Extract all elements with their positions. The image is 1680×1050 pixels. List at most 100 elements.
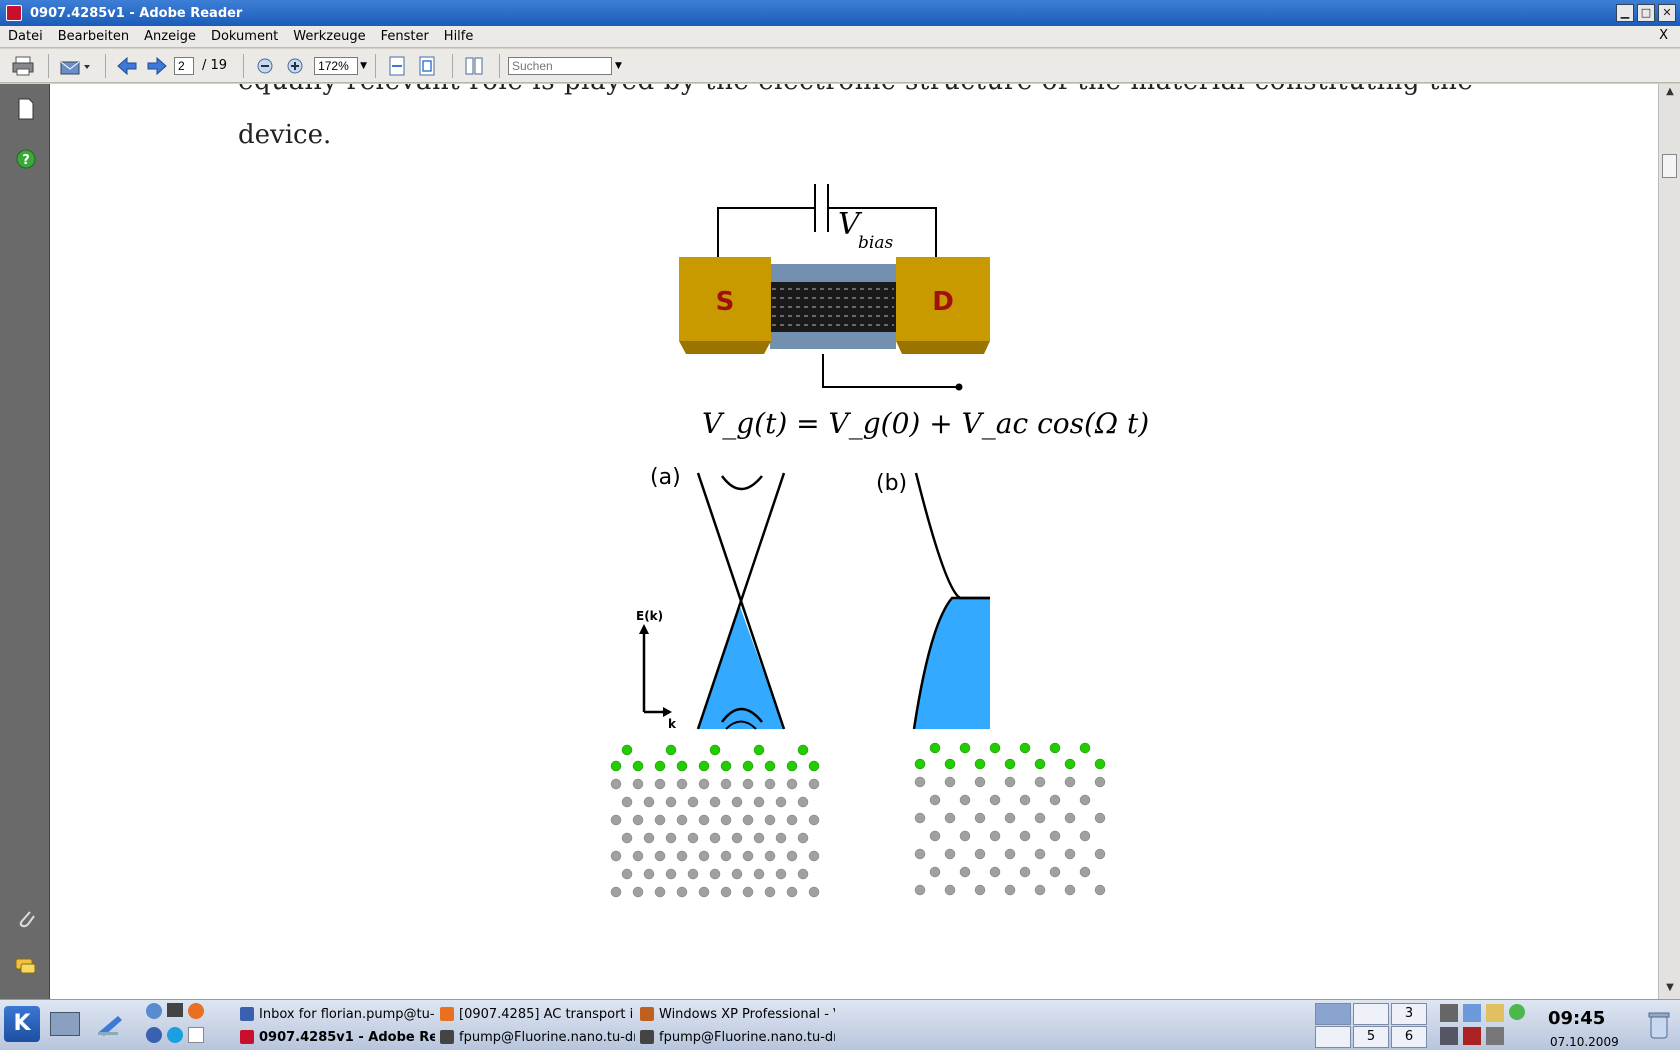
- comments-button[interactable]: [15, 956, 37, 978]
- tray-icon[interactable]: [1440, 1004, 1458, 1022]
- calendar-icon: [188, 1026, 204, 1043]
- menu-werkzeuge[interactable]: Werkzeuge: [293, 29, 366, 44]
- email-button[interactable]: [57, 54, 93, 78]
- vertical-scrollbar[interactable]: ▲ ▼: [1658, 84, 1680, 999]
- search-dropdown-icon[interactable]: ▼: [614, 60, 622, 71]
- pager-desktop-6[interactable]: 6: [1391, 1026, 1427, 1048]
- write-app-icon[interactable]: [96, 1010, 124, 1038]
- menu-dokument[interactable]: Dokument: [210, 29, 279, 44]
- body-text-line: device.: [238, 120, 332, 150]
- source-label: S: [716, 287, 735, 317]
- fit-page-button[interactable]: [414, 54, 440, 78]
- maximize-button[interactable]: □: [1637, 4, 1655, 22]
- window-titlebar[interactable]: 0907.4285v1 - Adobe Reader ▁ □ ✕: [0, 0, 1680, 26]
- virtualbox-icon: [640, 1007, 654, 1021]
- pager-desktop-5[interactable]: 5: [1353, 1026, 1389, 1048]
- page-total: / 19: [202, 58, 228, 73]
- gate-voltage-formula: V_g(t) = V_g(0) + V_ac cos(Ω t): [702, 407, 1149, 440]
- vbias-subscript: bias: [858, 233, 893, 253]
- printer-icon: [12, 56, 34, 75]
- navigation-sidebar: ?: [0, 84, 50, 999]
- pages-panel-button[interactable]: [15, 98, 37, 120]
- zoom-level-input[interactable]: [314, 56, 359, 75]
- terminal-icon: [167, 1003, 183, 1017]
- menu-hilfe[interactable]: Hilfe: [443, 29, 474, 44]
- minimize-button[interactable]: ▁: [1616, 4, 1634, 22]
- task-terminal-2[interactable]: fpump@Fluorine.nano.tu-dr: [640, 1026, 835, 1048]
- drain-label: D: [932, 287, 954, 317]
- next-page-button[interactable]: [144, 54, 170, 78]
- task-vm[interactable]: Windows XP Professional - V: [640, 1003, 835, 1025]
- chevron-down-icon: ▼: [360, 60, 367, 71]
- close-button[interactable]: ✕: [1658, 4, 1676, 22]
- arrow-left-icon: [117, 56, 137, 75]
- zoom-out-button[interactable]: [252, 54, 278, 78]
- task-firefox[interactable]: [0907.4285] AC transport i: [440, 1003, 635, 1025]
- scroll-thumb[interactable]: [1662, 154, 1677, 178]
- adobe-reader-icon: [6, 5, 22, 21]
- panel-a-label: (a): [650, 465, 681, 490]
- zoom-select[interactable]: ▼: [314, 56, 367, 75]
- energy-axis-label: E(k): [636, 609, 663, 623]
- fit-page-icon: [419, 56, 435, 75]
- vbias-label: V: [838, 207, 863, 242]
- terminal-icon: [440, 1030, 454, 1044]
- adobe-reader-icon: [240, 1030, 254, 1044]
- two-page-view-button[interactable]: [461, 54, 487, 78]
- scroll-down-button[interactable]: ▼: [1666, 982, 1674, 993]
- toolbar: / 19 ▼ ▼: [0, 49, 1680, 83]
- fit-width-icon: [389, 56, 405, 75]
- tray-icon[interactable]: [1509, 1004, 1525, 1020]
- tray-icon[interactable]: [1486, 1004, 1504, 1022]
- trash-icon[interactable]: [1648, 1010, 1670, 1040]
- search-input[interactable]: [507, 56, 612, 75]
- task-adobe-reader[interactable]: 0907.4285v1 - Adobe Rea: [240, 1026, 435, 1048]
- page-number-input[interactable]: [174, 56, 194, 75]
- menu-anzeige[interactable]: Anzeige: [144, 29, 196, 44]
- firefox-icon: [440, 1007, 454, 1021]
- tray-icon[interactable]: [1463, 1026, 1481, 1045]
- task-terminal-1[interactable]: fpump@Fluorine.nano.tu-dr: [440, 1026, 635, 1048]
- document-close-button[interactable]: X: [1659, 28, 1668, 43]
- menubar: Datei Bearbeiten Anzeige Dokument Werkze…: [0, 26, 1680, 48]
- quicklaunch-icons[interactable]: [146, 1003, 204, 1047]
- network-icon: [146, 1003, 162, 1019]
- clock[interactable]: 09:45: [1548, 1008, 1606, 1029]
- search-box[interactable]: ▼: [507, 56, 622, 75]
- print-button[interactable]: [10, 54, 36, 78]
- help-button[interactable]: ?: [15, 148, 37, 170]
- pager-desktop-2[interactable]: [1353, 1003, 1389, 1025]
- firefox-icon: [188, 1003, 204, 1019]
- document-view[interactable]: equally relevant role is played by the e…: [50, 84, 1658, 999]
- email-icon: [60, 61, 90, 74]
- pager-desktop-1[interactable]: [1315, 1003, 1351, 1025]
- task-inbox[interactable]: Inbox for florian.pump@tu-d: [240, 1003, 435, 1025]
- panel-b-label: (b): [876, 471, 907, 496]
- fit-width-button[interactable]: [384, 54, 410, 78]
- thunderbird-icon: [240, 1007, 254, 1021]
- window-title: 0907.4285v1 - Adobe Reader: [30, 5, 243, 21]
- taskbar: K Inbox for florian.pump@tu-d [0907.4285…: [0, 999, 1680, 1050]
- skype-icon: [167, 1026, 183, 1043]
- thunderbird-icon: [146, 1026, 162, 1043]
- comment-icon: [15, 958, 36, 974]
- tray-icon[interactable]: [1463, 1004, 1481, 1022]
- zoom-in-button[interactable]: [282, 54, 308, 78]
- previous-page-button[interactable]: [114, 54, 140, 78]
- zoom-in-icon: [287, 58, 303, 73]
- menu-fenster[interactable]: Fenster: [380, 29, 429, 44]
- desktop-icon[interactable]: [50, 1012, 80, 1036]
- menu-datei[interactable]: Datei: [8, 29, 43, 44]
- tray-icon[interactable]: [1440, 1026, 1458, 1045]
- pager-desktop-4[interactable]: [1315, 1026, 1351, 1048]
- scroll-up-button[interactable]: ▲: [1666, 86, 1674, 97]
- body-text-line: equally relevant role is played by the e…: [238, 84, 1473, 96]
- k-menu-button[interactable]: K: [4, 1006, 40, 1042]
- attachments-button[interactable]: [15, 907, 37, 929]
- tray-icon[interactable]: [1486, 1026, 1504, 1045]
- clock-date: 07.10.2009: [1550, 1035, 1619, 1049]
- ribbon-a: [610, 744, 820, 898]
- menu-bearbeiten[interactable]: Bearbeiten: [57, 29, 130, 44]
- pager-desktop-3[interactable]: 3: [1391, 1003, 1427, 1025]
- paperclip-icon: [19, 911, 35, 928]
